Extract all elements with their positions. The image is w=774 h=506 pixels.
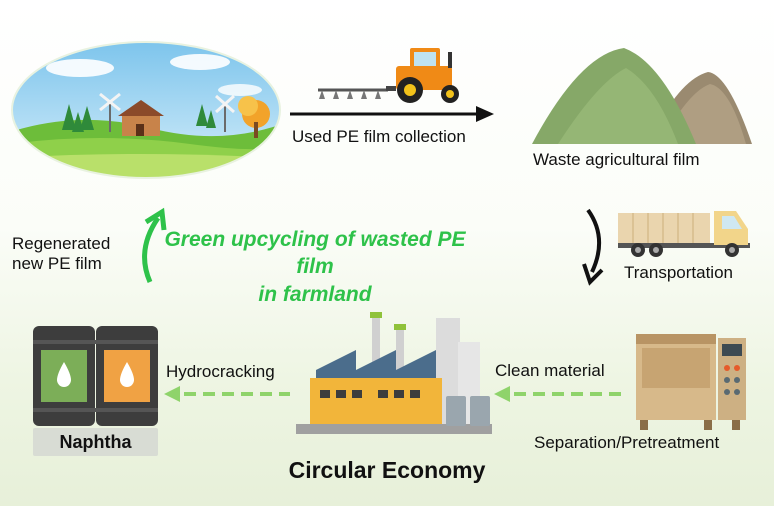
waste-film-pile-icon xyxy=(532,48,752,144)
arrow-clean xyxy=(494,386,622,402)
footer-title: Circular Economy xyxy=(288,457,486,483)
label-naphtha: Naphtha xyxy=(33,428,158,456)
center-title-line1: Green upcycling of wasted PE film xyxy=(164,228,466,279)
naphtha-barrels-icon xyxy=(33,326,158,426)
center-title: Green upcycling of wasted PE film in far… xyxy=(150,226,480,308)
arrow-to-transport xyxy=(582,208,604,286)
label-transport: Transportation xyxy=(624,263,733,282)
label-waste: Waste agricultural film xyxy=(533,150,700,169)
center-title-line2: in farmland xyxy=(258,282,372,306)
label-separation: Separation/Pretreatment xyxy=(534,433,720,452)
label-regenerated: Regenerated new PE film xyxy=(12,234,110,273)
label-clean: Clean material xyxy=(495,361,605,380)
farm-scene-icon xyxy=(11,41,281,179)
pretreatment-machine-icon xyxy=(636,334,746,430)
label-collection: Used PE film collection xyxy=(292,127,466,146)
tractor-icon xyxy=(318,48,459,103)
label-regenerated-line2: new PE film xyxy=(12,253,102,273)
label-hydrocracking: Hydrocracking xyxy=(166,362,275,381)
label-regenerated-line1: Regenerated xyxy=(12,234,111,253)
arrow-hydrocracking xyxy=(164,386,290,402)
truck-icon xyxy=(618,211,750,257)
factory-icon xyxy=(296,312,492,434)
arrow-collection xyxy=(290,106,494,122)
arrow-regenerate xyxy=(142,207,167,284)
